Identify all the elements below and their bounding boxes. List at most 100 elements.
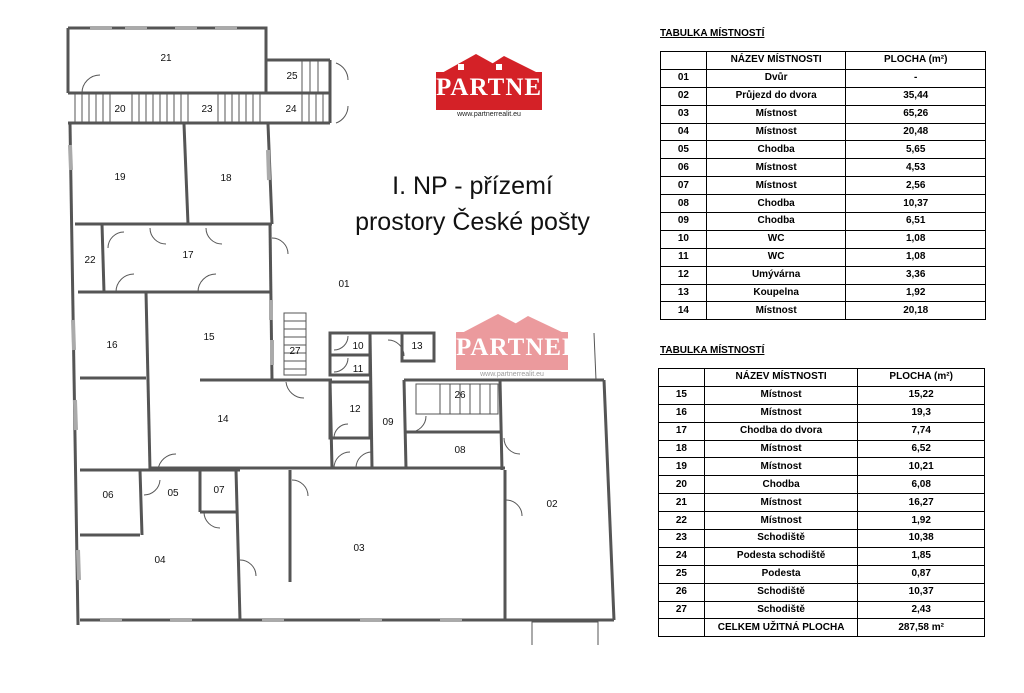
room-label-26: 26 [454,390,466,401]
room-number: 21 [658,493,705,513]
header-name: NÁZEV MÍSTNOSTI [705,51,847,70]
watermark-brand: PARTNER [456,334,582,361]
plan-title-line2: prostory České pošty [355,208,590,236]
room-label-19: 19 [114,172,126,183]
room-area: 1,08 [845,247,986,267]
room-area: 1,92 [857,511,985,531]
room-label-03: 03 [353,543,365,554]
room-number: 25 [658,564,705,584]
room-name: Chodba do dvora [703,421,859,441]
room-label-25: 25 [286,71,298,82]
room-name: Chodba [703,475,859,495]
table-total-row: CELKEM UŽITNÁ PLOCHA 287,58 m² [658,618,985,638]
header-no [658,368,705,387]
room-number: 14 [660,301,707,321]
stairs [74,60,499,415]
room-name: Místnost [703,511,859,531]
room-area: 16,27 [857,493,985,513]
header-no [660,51,707,70]
room-number: 15 [658,385,705,405]
room-label-08: 08 [454,445,466,456]
room-label-07: 07 [213,485,225,496]
room-area: 2,43 [857,600,985,620]
room-label-09: 09 [382,417,394,428]
room-area: 10,21 [857,457,985,477]
room-area: 10,37 [857,582,985,602]
room-name: Průjezd do dvora [705,86,847,106]
table-header-row: NÁZEV MÍSTNOSTI PLOCHA (m²) [658,368,985,387]
logo-box [436,72,542,110]
room-number: 19 [658,457,705,477]
room-label-13: 13 [411,341,423,352]
room-number: 06 [660,158,707,178]
room-name: Místnost [703,457,859,477]
room-name: Dvůr [705,68,847,88]
room-number: 18 [658,439,705,459]
room-label-14: 14 [217,414,229,425]
room-area: 5,65 [845,140,986,160]
room-number: 04 [660,122,707,142]
room-label-17: 17 [182,250,194,261]
room-label-10: 10 [352,341,364,352]
room-name: Umývárna [705,265,847,285]
partner-logo: PARTNER www.partnerrealit.eu [436,50,560,122]
room-area: 6,08 [857,475,985,495]
room-label-04: 04 [154,555,166,566]
watermark-roof-icon [460,314,566,334]
total-blank [658,618,705,638]
room-label-02: 02 [546,499,558,510]
room-label-23: 23 [201,104,213,115]
room-area: 6,51 [845,212,986,231]
plan-title-line1: I. NP - přízemí [392,172,553,200]
room-number: 09 [660,212,707,231]
room-number: 01 [660,68,707,88]
room-name: Schodiště [703,529,859,548]
room-name: Schodiště [703,582,859,602]
room-name: WC [705,247,847,267]
room-number: 16 [658,403,705,423]
header-name: NÁZEV MÍSTNOSTI [703,368,859,387]
room-area: 10,38 [857,529,985,548]
watermark-box [456,332,568,370]
room-name: Schodiště [703,600,859,620]
room-label-06: 06 [102,490,114,501]
room-label-12: 12 [349,404,361,415]
room-label-18: 18 [220,173,232,184]
room-labels: 21 25 20 23 24 19 18 22 17 01 16 15 10 1… [84,53,558,566]
logo-url: www.partnerrealit.eu [457,111,521,118]
room-number: 26 [658,582,705,602]
room-name: Chodba [705,140,847,160]
room-name: Místnost [703,439,859,459]
windows [68,26,462,622]
door-swings [81,62,523,577]
table-header-row: NÁZEV MÍSTNOSTI PLOCHA (m²) [660,51,986,70]
room-area: 65,26 [845,104,986,124]
gate [531,332,599,645]
room-name: Koupelna [705,283,847,303]
room-name: Místnost [705,104,847,124]
room-label-05: 05 [167,488,179,499]
room-number: 05 [660,140,707,160]
header-area: PLOCHA (m²) [857,368,985,387]
room-area: 15,22 [857,385,985,405]
room-number: 17 [658,421,705,441]
room-area: 2,56 [845,176,986,196]
room-number: 20 [658,475,705,495]
